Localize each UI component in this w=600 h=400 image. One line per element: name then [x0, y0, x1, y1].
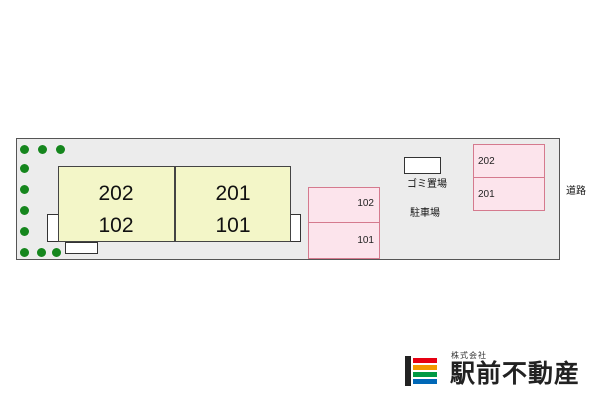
parking-label-102: 102 [357, 198, 374, 209]
tree-icon [20, 145, 29, 154]
parking-label-101: 101 [357, 235, 374, 246]
tree-icon [37, 248, 46, 257]
tree-icon [20, 227, 29, 236]
parking-label-202: 202 [478, 156, 495, 167]
parking-space-202 [473, 144, 545, 178]
parking-space-102 [308, 187, 380, 223]
tree-icon [38, 145, 47, 154]
tree-icon [20, 185, 29, 194]
company-type-label: 株式会社 [451, 351, 487, 360]
building-unit-west [58, 166, 175, 242]
unit-label-201: 201 [215, 182, 251, 205]
company-logo-icon [403, 356, 441, 386]
garbage-area [404, 157, 441, 174]
tree-icon [20, 248, 29, 257]
parking-space-101 [308, 222, 380, 259]
utility-box [65, 242, 98, 254]
tree-icon [56, 145, 65, 154]
building-unit-east [175, 166, 291, 242]
tree-icon [20, 164, 29, 173]
tree-icon [52, 248, 61, 257]
unit-label-202: 202 [98, 182, 134, 205]
parking-space-201 [473, 177, 545, 211]
utility-box [290, 214, 301, 242]
company-name: 駅前不動産 [450, 360, 581, 388]
parking-label-201: 201 [478, 189, 495, 200]
road-label: 道路 [566, 186, 586, 197]
tree-icon [20, 206, 29, 215]
unit-label-102: 102 [98, 214, 134, 237]
garbage-area-label: ゴミ置場 [407, 179, 447, 190]
unit-label-101: 101 [215, 214, 251, 237]
parking-lot-label: 駐車場 [410, 208, 440, 219]
